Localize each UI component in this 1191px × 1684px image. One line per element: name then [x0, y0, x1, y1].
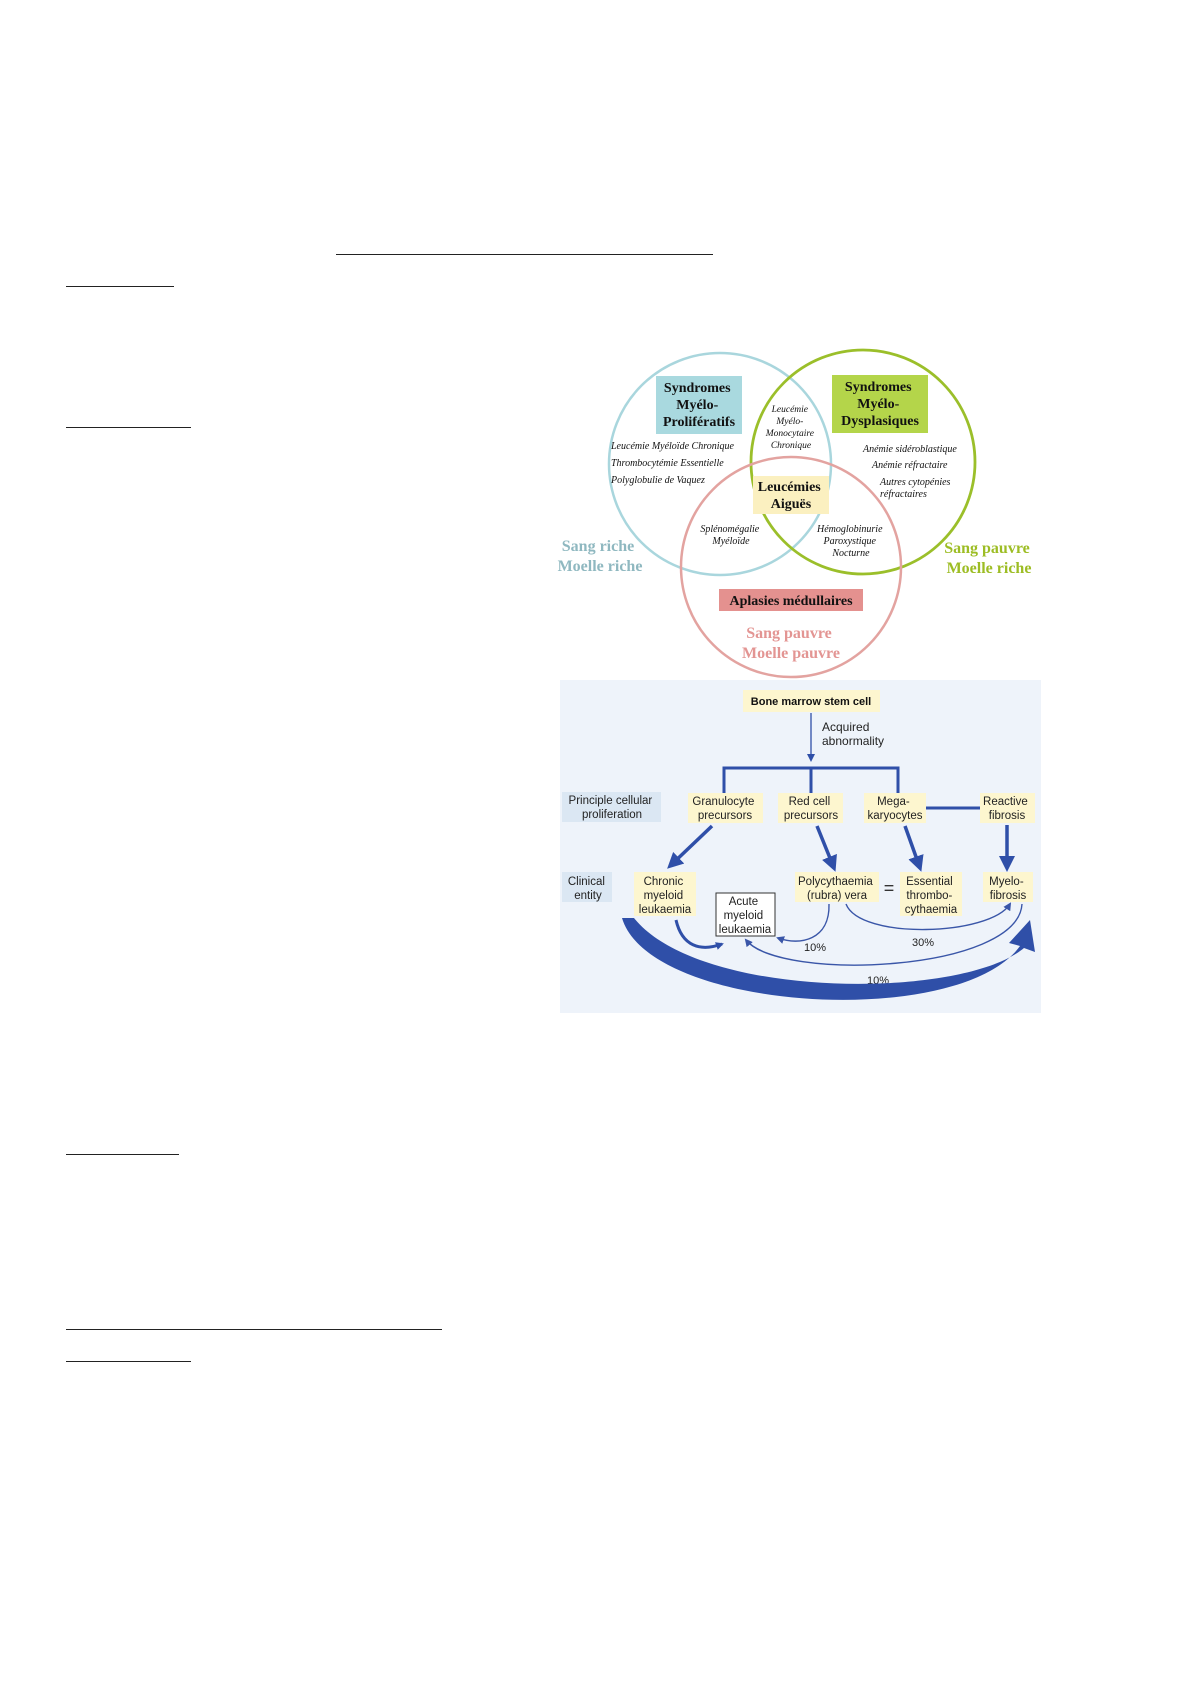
mf-box	[983, 872, 1033, 902]
hpn-text: Hémoglobinurie Paroxystique Nocturne	[816, 524, 885, 559]
heading-underline-2	[66, 427, 191, 428]
cml-label: Chronic myeloid leukaemia	[639, 876, 692, 916]
redcell-box	[778, 793, 843, 823]
am-title: Aplasies médullaires	[729, 594, 853, 609]
heading-underline-1	[66, 286, 174, 287]
la-title-box	[753, 476, 829, 514]
equals-sign: =	[884, 878, 895, 898]
circle-aplasies	[679, 455, 903, 679]
row2-label-box	[562, 872, 612, 902]
arrow-pv-mf	[845, 902, 1012, 931]
arrow-mf-aml	[744, 903, 1023, 966]
lmmc-text: Leucémie Myélo- Monocytaire Chronique	[765, 405, 817, 451]
aml-box	[715, 892, 776, 937]
heading-underline-5	[66, 1361, 191, 1362]
right-label: Sang pauvre Moelle riche	[944, 540, 1034, 577]
pct-90: 90%	[666, 953, 690, 967]
redcell-label: Red cell precursors	[784, 796, 839, 822]
mf-label: Myelo- fibrosis	[989, 876, 1027, 902]
arrow-redcell-pv	[815, 825, 837, 872]
flow-background	[560, 680, 1041, 1013]
branch-lines	[722, 766, 900, 793]
title-underline	[336, 254, 713, 255]
arrow-mega-et	[903, 825, 924, 872]
mega-label: Mega- karyocytes	[868, 796, 923, 822]
pv-box	[795, 872, 879, 902]
arrow-cml-aml	[674, 919, 724, 950]
mp-title-box	[656, 376, 742, 434]
granulocyte-box	[688, 793, 763, 823]
row1-label-box	[562, 792, 661, 822]
pct-30: 30%	[912, 937, 934, 949]
heading-underline-3	[66, 1154, 179, 1155]
pct-10b: 10%	[867, 975, 889, 987]
mp-title: Syndromes Myélo- Prolifératifs	[663, 381, 736, 430]
cml-box	[634, 872, 696, 916]
pct-10a: 10%	[804, 942, 826, 954]
et-box	[900, 872, 962, 916]
arrow-cml-myelofibrosis	[622, 918, 1035, 1000]
reactive-box	[980, 793, 1035, 823]
circle-myeloproliferatifs	[607, 351, 833, 577]
et-label: Essential thrombo- cythaemia	[905, 876, 958, 916]
granulocyte-label: Granulocyte precursors	[692, 796, 757, 822]
la-title: Leucémies Aiguës	[758, 480, 824, 512]
md-title: Syndromes Myélo- Dysplasiques	[841, 380, 919, 429]
row2-label: Clinical entity	[568, 876, 608, 902]
mega-box	[864, 793, 926, 823]
aml-label: Acute myeloid leukaemia	[719, 896, 772, 936]
stem-box	[743, 690, 880, 712]
circle-myelodysplasiques	[749, 348, 977, 576]
stem-label: Bone marrow stem cell	[751, 696, 871, 708]
heading-underline-4	[66, 1329, 442, 1330]
md-items: Anémie sidéroblastique Anémie réfractair…	[862, 444, 959, 500]
bottom-label: Sang pauvre Moelle pauvre	[742, 625, 840, 662]
am-title-box	[719, 589, 863, 611]
reactive-label: Reactive fibrosis	[983, 796, 1031, 822]
acquired-label: Acquired abnormality	[822, 720, 884, 748]
mp-items: Leucémie Myéloïde Chronique Thrombocytém…	[610, 441, 736, 486]
sm-text: Splénomégalie Myéloïde	[700, 524, 761, 547]
pv-label: Polycythaemia (rubra) vera	[798, 876, 876, 902]
left-label: Sang riche Moelle riche	[558, 538, 643, 575]
arrow-pv-aml	[776, 903, 830, 944]
row1-label: Principle cellular proliferation	[569, 795, 656, 821]
arrow-granulocyte-cml	[667, 824, 714, 869]
md-title-box	[832, 375, 928, 433]
